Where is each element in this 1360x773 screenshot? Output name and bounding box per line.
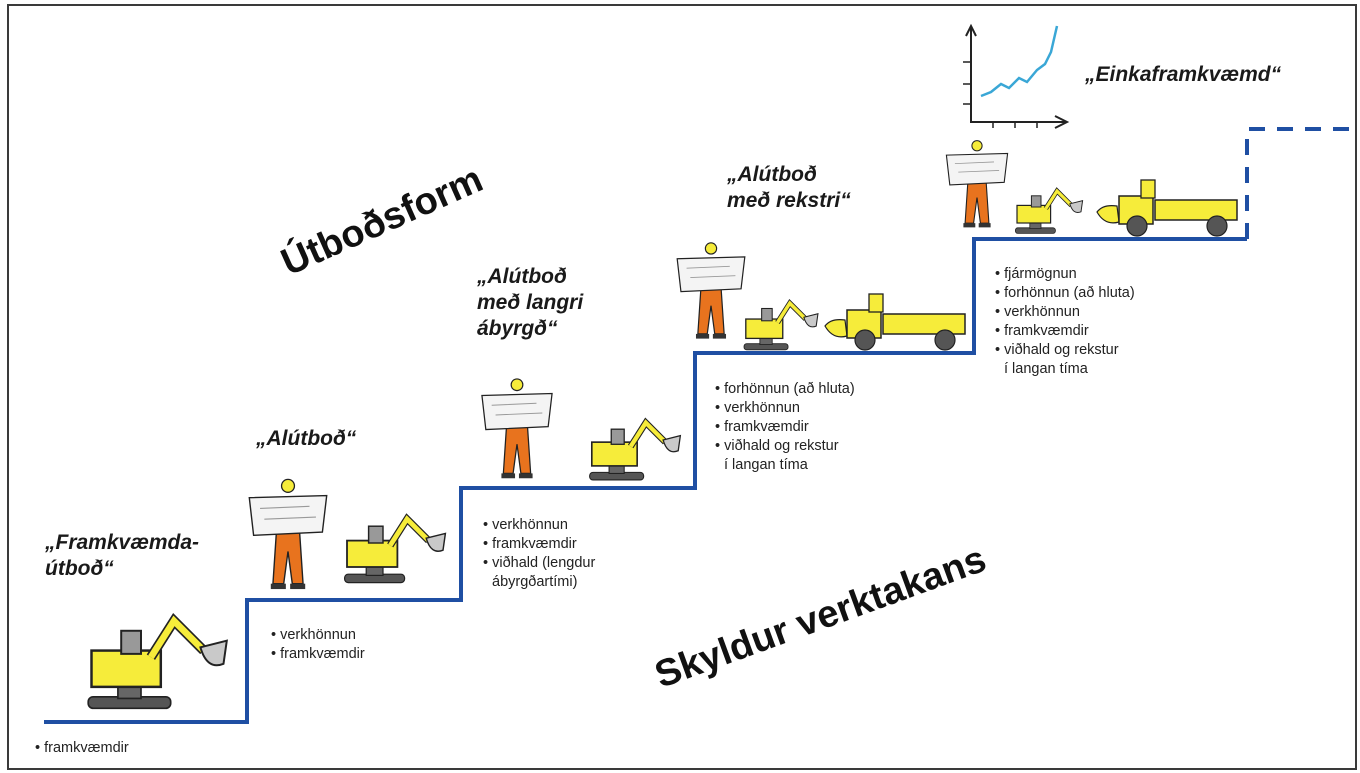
stage-5-title: „Einkaframkvæmd“ bbox=[1085, 63, 1282, 86]
staircase bbox=[44, 127, 1349, 724]
list-item: forhönnun (að hluta) bbox=[995, 284, 1135, 303]
excavator-icon bbox=[344, 513, 447, 584]
stage-5-list: fjármögnun forhönnun (að hluta) verkhönn… bbox=[995, 265, 1135, 379]
diagram-frame: Útboðsform Skyldur verktakans „Framkvæmd… bbox=[7, 4, 1357, 770]
stair-line-dashed bbox=[1245, 127, 1349, 239]
list-item: fjármögnun bbox=[995, 265, 1135, 284]
dump-truck-icon bbox=[824, 293, 966, 351]
stage-4-list: forhönnun (að hluta) verkhönnun framkvæm… bbox=[715, 380, 855, 475]
list-item: í langan tíma bbox=[1004, 361, 1088, 377]
list-item: viðhald og rekstur bbox=[995, 341, 1135, 360]
stair-line bbox=[44, 237, 1247, 724]
growth-graph-icon bbox=[963, 23, 1070, 129]
list-item: verkhönnun bbox=[483, 516, 595, 535]
excavator-icon bbox=[743, 299, 819, 351]
stage-3-title: „Alútboð með langri ábyrgð“ bbox=[477, 265, 584, 340]
stage-4-title: „Alútboð með rekstri“ bbox=[727, 163, 851, 212]
stage-1-list: framkvæmdir bbox=[35, 739, 129, 758]
list-item: viðhald og rekstur bbox=[715, 437, 855, 456]
excavator-icon bbox=[87, 613, 228, 710]
list-item: verkhönnun bbox=[271, 626, 365, 645]
worker-icon bbox=[248, 478, 328, 590]
stage-2-list: verkhönnun framkvæmdir bbox=[271, 626, 365, 664]
list-item: forhönnun (að hluta) bbox=[715, 380, 855, 399]
stage-1-title: „Framkvæmda- útboð“ bbox=[45, 531, 200, 580]
list-item: viðhald (lengdur bbox=[483, 554, 595, 573]
excavator-icon bbox=[589, 417, 682, 481]
list-item: ábyrgðartími) bbox=[492, 574, 578, 590]
list-item: framkvæmdir bbox=[715, 418, 855, 437]
worker-icon bbox=[945, 140, 1009, 228]
list-item: verkhönnun bbox=[715, 399, 855, 418]
list-item: framkvæmdir bbox=[35, 739, 129, 758]
dump-truck-icon bbox=[1096, 179, 1238, 237]
worker-icon bbox=[481, 378, 553, 479]
stage-2-title: „Alútboð“ bbox=[256, 427, 357, 450]
excavator-icon bbox=[1015, 187, 1084, 234]
list-item: í langan tíma bbox=[724, 457, 808, 473]
list-item: framkvæmdir bbox=[483, 535, 595, 554]
worker-icon bbox=[676, 242, 746, 339]
stage-3-list: verkhönnun framkvæmdir viðhald (lengdur … bbox=[483, 516, 595, 592]
list-item: verkhönnun bbox=[995, 303, 1135, 322]
list-item: framkvæmdir bbox=[271, 645, 365, 664]
list-item: framkvæmdir bbox=[995, 322, 1135, 341]
